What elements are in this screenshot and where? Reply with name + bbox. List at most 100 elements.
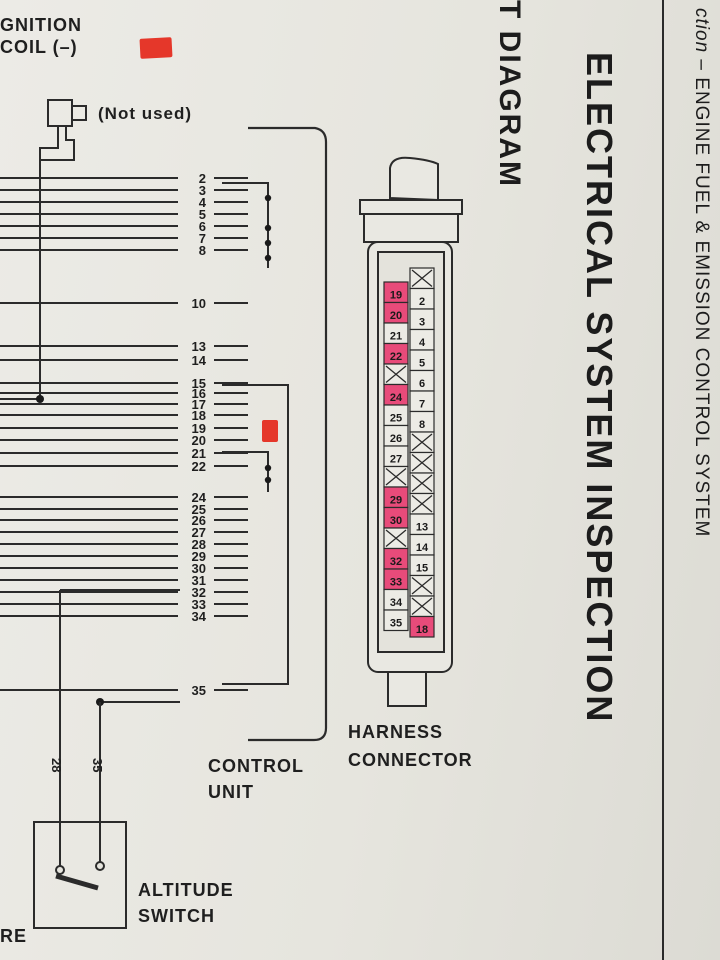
left-cell-19: 19 <box>383 281 409 304</box>
pin-label-31: 31 <box>192 573 206 588</box>
pin-label-4: 4 <box>199 195 207 210</box>
right-cell-18: 18 <box>409 615 435 638</box>
cell-label: 34 <box>390 597 403 609</box>
connector-cells: 1920212224252627293032333435234567813141… <box>383 267 435 638</box>
cell-label: 7 <box>419 399 425 411</box>
cell-label: 15 <box>416 563 428 575</box>
pin-label-18: 18 <box>192 408 206 423</box>
cell-label: 29 <box>390 495 402 507</box>
altitude-switch-label: ALTITUDE SWITCH <box>138 880 234 926</box>
left-cell-blank-12 <box>383 527 409 550</box>
switch-wire-labels: 28 35 <box>49 758 105 772</box>
switch-wire-28: 28 <box>49 758 64 772</box>
ignition-line2: COIL (–) <box>0 37 78 57</box>
switch-terminals <box>55 861 105 875</box>
left-cell-34: 34 <box>383 588 409 611</box>
cell-label: 14 <box>416 542 429 554</box>
right-cell-blank-9 <box>409 451 435 474</box>
pin-label-5: 5 <box>199 207 206 222</box>
pin-label-15: 15 <box>192 376 206 391</box>
cross-mark <box>411 474 433 493</box>
cell-label: 22 <box>390 351 402 363</box>
pin-label-28: 28 <box>192 537 206 552</box>
pin-label-group: 2345678101314151617181920212224252627282… <box>192 171 207 698</box>
harness-line2: CONNECTOR <box>348 750 473 770</box>
cell-label: 30 <box>390 515 402 527</box>
control-unit-internal <box>222 182 289 685</box>
right-cell-blank-0 <box>409 267 435 290</box>
cell-label: 3 <box>419 317 425 329</box>
pin-label-17: 17 <box>192 397 206 412</box>
pin-label-24: 24 <box>192 490 207 505</box>
right-cell-3: 3 <box>409 308 435 331</box>
cross-mark <box>385 365 407 384</box>
pin-label-21: 21 <box>192 446 206 461</box>
left-cell-30: 30 <box>383 506 409 529</box>
control-unit-red-marker <box>262 420 278 442</box>
right-cell-blank-15 <box>409 574 435 597</box>
ignition-coil-label: GNITION COIL (–) <box>0 15 82 57</box>
altitude-switch-box <box>33 590 127 929</box>
right-cell-7: 7 <box>409 390 435 413</box>
control-unit-line1: CONTROL <box>208 756 304 776</box>
junction-dots <box>36 194 272 706</box>
cell-box <box>409 615 435 638</box>
not-used-label: (Not used) <box>98 104 193 123</box>
pin-label-20: 20 <box>192 433 206 448</box>
right-cell-8: 8 <box>409 410 435 433</box>
right-cell-14: 14 <box>409 533 435 556</box>
right-cell-6: 6 <box>409 369 435 392</box>
ignition-line1: GNITION <box>0 15 82 35</box>
cell-label: 20 <box>390 310 402 322</box>
left-cell-21: 21 <box>383 322 409 345</box>
altitude-line1: ALTITUDE <box>138 880 234 900</box>
pin-label-27: 27 <box>192 525 206 540</box>
pin-label-14: 14 <box>192 353 207 368</box>
left-cell-22: 22 <box>383 342 409 365</box>
cell-label: 25 <box>390 413 402 425</box>
pin-label-3: 3 <box>199 183 206 198</box>
control-unit-outline <box>248 126 328 742</box>
right-cell-5: 5 <box>409 349 435 372</box>
cell-label: 35 <box>390 618 402 630</box>
left-cell-blank-9 <box>383 465 409 488</box>
wire-group <box>0 148 248 703</box>
cell-label: 21 <box>390 331 402 343</box>
left-cell-27: 27 <box>383 445 409 468</box>
pin-label-16: 16 <box>192 386 206 401</box>
right-cell-4: 4 <box>409 328 435 351</box>
pin-label-13: 13 <box>192 339 206 354</box>
pin-label-25: 25 <box>192 502 206 517</box>
pin-label-29: 29 <box>192 549 206 564</box>
pin-label-19: 19 <box>192 421 206 436</box>
pin-label-6: 6 <box>199 219 206 234</box>
cell-label: 27 <box>390 454 402 466</box>
pin-label-2: 2 <box>199 171 206 186</box>
corner-text: RE <box>0 926 28 946</box>
left-cell-29: 29 <box>383 486 409 509</box>
right-cell-blank-11 <box>409 492 435 515</box>
right-cell-2: 2 <box>409 287 435 310</box>
cell-label: 6 <box>419 378 425 390</box>
cross-mark <box>411 269 433 288</box>
control-unit-line2: UNIT <box>208 782 254 802</box>
cross-mark <box>411 576 433 595</box>
cell-label: 2 <box>419 296 425 308</box>
header-rule <box>662 0 664 960</box>
pin-label-10: 10 <box>192 296 206 311</box>
cell-label: 18 <box>416 624 428 636</box>
harness-line1: HARNESS <box>348 722 444 742</box>
cell-label: 26 <box>390 433 402 445</box>
left-cell-32: 32 <box>383 547 409 570</box>
cross-mark <box>411 453 433 472</box>
left-cell-33: 33 <box>383 568 409 591</box>
cell-label: 4 <box>419 337 426 349</box>
pin-label-34: 34 <box>192 609 207 624</box>
switch-wire-35: 35 <box>90 758 105 772</box>
cross-mark <box>411 597 433 616</box>
right-cell-blank-8 <box>409 431 435 454</box>
cell-label: 13 <box>416 522 428 534</box>
pin-label-35: 35 <box>192 683 206 698</box>
not-used-connector <box>39 99 87 300</box>
